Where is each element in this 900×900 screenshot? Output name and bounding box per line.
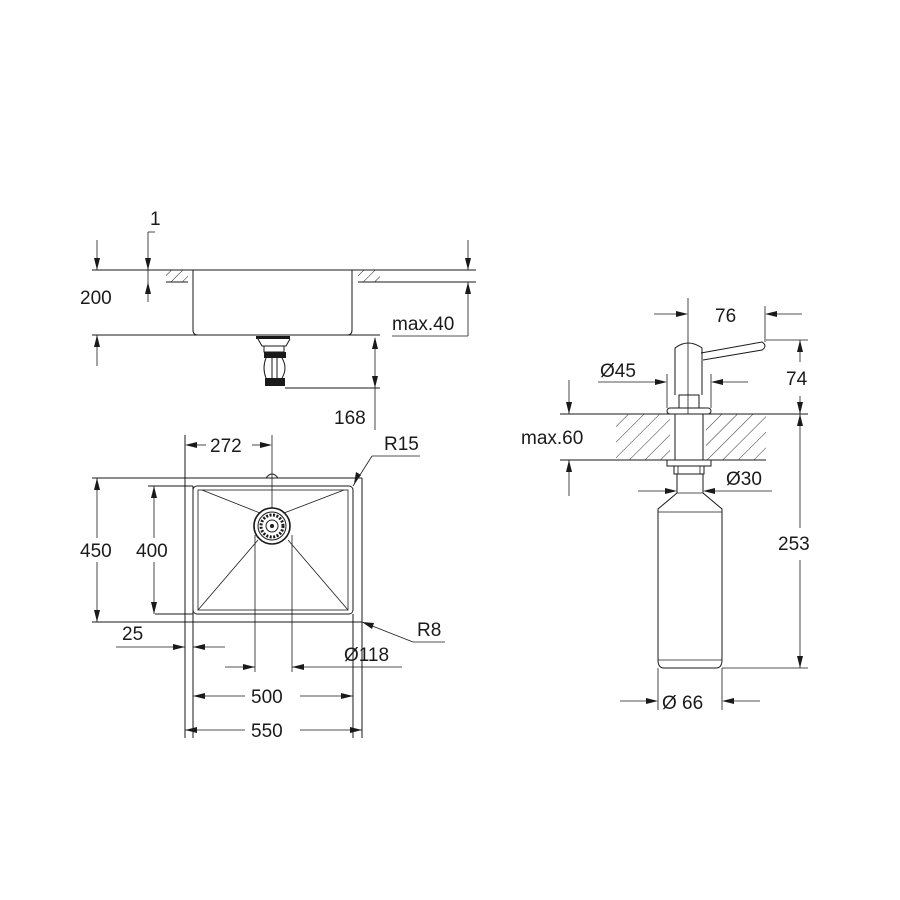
counter-hatch-right <box>706 414 766 460</box>
counter-hatch-right <box>358 270 380 282</box>
sink-top-view: 272 R15 450 400 25 R8 Ø11 <box>80 434 445 742</box>
dim-depth: 200 <box>80 288 112 309</box>
dim-spout-reach: 76 <box>715 306 736 327</box>
soap-dispenser: 76 Ø45 74 max.60 Ø30 253 <box>521 298 810 714</box>
dim-bottle-diameter: Ø 66 <box>662 693 703 714</box>
counter-hatch-left <box>616 414 670 460</box>
drain-icon <box>253 507 291 545</box>
dim-top-thickness: 1 <box>150 209 161 230</box>
dim-rim: 25 <box>122 624 143 645</box>
dim-outer-width: 550 <box>251 721 283 742</box>
dim-shank-diameter: Ø30 <box>726 469 762 490</box>
dim-total-height: 253 <box>778 534 810 555</box>
dim-inner-depth: 400 <box>136 541 168 562</box>
dim-counter-thickness: max.40 <box>392 314 454 335</box>
dim-head-diameter: Ø45 <box>600 361 636 382</box>
dim-head-height: 74 <box>786 369 808 390</box>
sink-bowl-outline <box>192 485 354 615</box>
dim-corner-radius-outer: R15 <box>384 434 419 455</box>
dim-inner-width: 500 <box>251 687 283 708</box>
dim-drain-offset: 272 <box>210 436 242 457</box>
dim-drain-depth: 168 <box>334 408 366 429</box>
counter-hatch-left <box>166 270 188 282</box>
dim-outer-depth: 450 <box>80 541 112 562</box>
drain-assembly-icon <box>256 336 291 386</box>
soap-bottle-icon <box>657 474 723 669</box>
sink-side-view: 1 200 max.40 168 <box>80 209 476 430</box>
dim-counter-thickness: max.60 <box>521 428 583 449</box>
dim-corner-radius-inner: R8 <box>417 620 441 641</box>
sink-bowl-profile <box>192 270 353 336</box>
dim-drain-diameter: Ø118 <box>344 645 389 666</box>
